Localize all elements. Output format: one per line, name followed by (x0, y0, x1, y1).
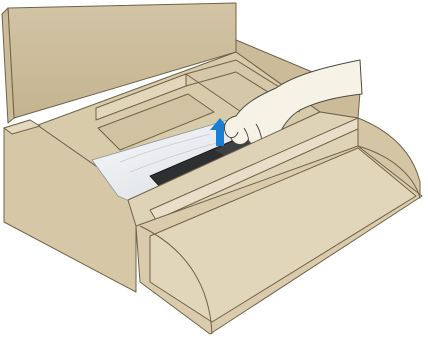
illustration-stage (0, 0, 428, 339)
monitor-unboxing-illustration (0, 0, 428, 339)
